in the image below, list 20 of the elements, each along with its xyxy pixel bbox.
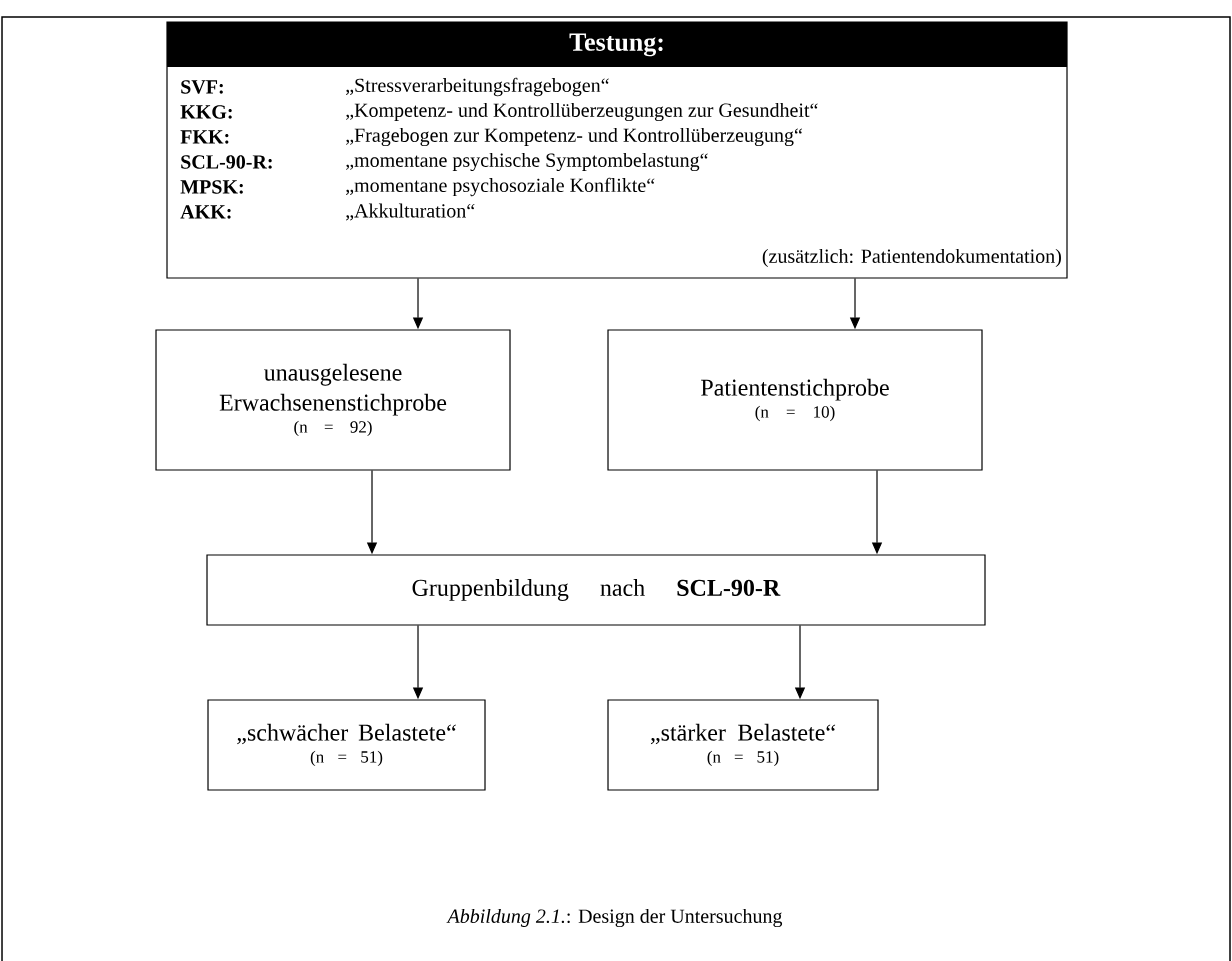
description-text: „Akkulturation“	[346, 203, 475, 221]
process-box: Patientenstichprobe (n = 10)	[607, 329, 983, 471]
process-box: „stärker Belastete“ (n = 51)	[607, 699, 879, 791]
description-text: „Stressverarbeitungsfragebogen“	[346, 77, 609, 97]
abbreviation-label: AKK:	[180, 205, 231, 219]
process-box: Gruppenbildung nach SCL-90-R	[206, 554, 986, 626]
abbreviation-label: SCL-90-R:	[181, 155, 272, 169]
process-box: „schwächer Belastete“ (n = 51)	[207, 699, 486, 791]
note-text: (zusätzlich: Patientendokumentation)	[762, 248, 1061, 268]
header-band: Testung:	[167, 22, 1067, 67]
abbreviation-label: SVF:	[181, 80, 223, 94]
description-text: „Fragebogen zur Kompetenz- und Kontrollüberzeugung“	[346, 127, 802, 147]
process-box: unausgelesene Erwachsenenstichprobe (n = 92)	[155, 329, 511, 471]
abbreviation-label: KKG:	[180, 105, 232, 119]
caption: Abbildung 2.1.: Design der Untersuchung	[446, 908, 783, 928]
abbreviation-label: MPSK:	[180, 180, 243, 194]
description-text: „Kompetenz- und Kontrollüberzeugungen zur Gesundheit“	[346, 102, 818, 122]
abbreviation-label: FKK:	[180, 130, 229, 144]
description-text: „momentane psychische Symptombelastung“	[346, 152, 708, 172]
description-text: „momentane psychosoziale Konflikte“	[346, 177, 655, 197]
